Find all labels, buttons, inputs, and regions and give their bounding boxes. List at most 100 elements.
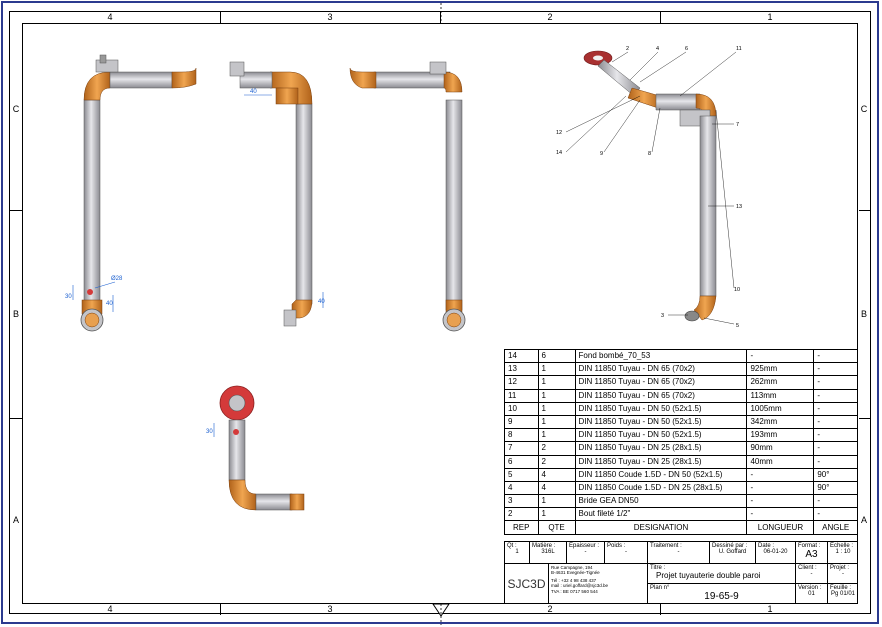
bom-cell: - (746, 467, 815, 482)
bom-cell: 40mm (746, 454, 815, 469)
callout-label: 9 (600, 151, 603, 157)
callout-label: 4 (656, 46, 659, 52)
callout-label: 2 (626, 46, 629, 52)
bom-cell: 1 (537, 375, 576, 390)
bom-cell: 90° (813, 467, 858, 482)
bom-cell: DIN 11850 Tuyau - DN 25 (28x1.5) (574, 454, 748, 469)
bom-cell: 193mm (746, 428, 815, 443)
bom-cell: 1 (537, 388, 576, 403)
elbow (289, 493, 305, 511)
flange (684, 310, 700, 322)
bom-cell: 6 (537, 348, 576, 364)
bom-cell: DIN 11850 Tuyau - DN 65 (70x2) (574, 362, 748, 377)
zone-row-right: B (860, 309, 867, 319)
bom-cell: 5 (504, 467, 539, 482)
company-logo: SJC3D (507, 577, 546, 591)
elbow (349, 67, 377, 89)
end-cap-inner (446, 312, 462, 328)
bom-cell: - (813, 401, 858, 416)
bom-cell: - (813, 375, 858, 390)
pipe-vertical (295, 103, 313, 305)
pipe-vertical (83, 99, 101, 311)
elbow (83, 71, 111, 101)
fitting (429, 61, 447, 75)
rear-view (349, 61, 466, 332)
bom-cell: 6 (504, 454, 539, 469)
zone-tick (10, 210, 22, 211)
zone-row-right: C (860, 104, 868, 114)
thread-port (233, 429, 239, 435)
bom-cell: DIN 11850 Coude 1.5D - DN 50 (52x1.5) (574, 467, 748, 482)
poids-cell: Poids :- (604, 541, 647, 563)
end-cap-inner (84, 312, 100, 328)
bom-header-cell: REP (504, 520, 539, 535)
bom-cell: DIN 11850 Tuyau - DN 50 (52x1.5) (574, 401, 748, 416)
fitting (95, 59, 119, 73)
callout-label: 13 (736, 204, 742, 210)
bom-cell: 14 (504, 348, 539, 364)
zone-col-top: 3 (327, 12, 333, 22)
zone-tick (660, 603, 661, 615)
dimension-label: 30 (206, 429, 213, 435)
bom-cell: - (813, 428, 858, 443)
bom-cell: - (813, 388, 858, 403)
bom-header-cell: LONGUEUR (746, 520, 815, 535)
bom-cell: DIN 11850 Coude 1.5D - DN 25 (28x1.5) (574, 480, 748, 496)
date-cell: Date :06-01-20 (755, 541, 795, 563)
pipe-vertical (445, 99, 463, 311)
bom-cell: 11 (504, 388, 539, 403)
zone-row-left: B (12, 309, 19, 319)
zone-tick (220, 603, 221, 615)
zone-col-bottom: 3 (327, 604, 333, 614)
bom-cell: 12 (504, 375, 539, 390)
dimension-label: 40 (106, 301, 113, 307)
bom-cell: 1 (537, 428, 576, 443)
version-cell: Version :01 (795, 583, 827, 604)
callout-label: 8 (648, 151, 651, 157)
bom-cell: 1 (537, 507, 576, 522)
echelle-cell: Echelle :1 : 10 (827, 541, 858, 563)
zone-tick (440, 11, 441, 23)
bom-cell: - (813, 494, 858, 509)
bom-header-cell: QTE (537, 520, 576, 535)
title-block: Qt :1 Matière :316L Epaisseur :- Poids :… (504, 541, 858, 604)
dimension-label: 40 (250, 89, 257, 95)
bom-cell: Bout fileté 1/2" (574, 507, 748, 522)
bom-cell: 113mm (746, 388, 815, 403)
elbow (275, 87, 299, 105)
bom-cell: DIN 11850 Tuyau - DN 50 (52x1.5) (574, 428, 748, 443)
zone-tick (220, 11, 221, 23)
zone-col-top: 4 (107, 12, 113, 22)
callout-label: 5 (736, 323, 739, 329)
client-cell: Client :- (795, 563, 827, 583)
zone-col-top: 2 (547, 12, 553, 22)
callout-label: 3 (661, 313, 664, 319)
bom-cell: - (813, 414, 858, 430)
pipe-horizontal (109, 71, 173, 89)
elbow (693, 295, 717, 321)
callout-label: 6 (685, 46, 688, 52)
bom-cell: 2 (537, 454, 576, 469)
callout-label: 10 (734, 287, 740, 293)
callout-label: 11 (736, 46, 742, 52)
titre-cell: Titre : Projet tuyauterie double paroi (647, 563, 795, 583)
bom-cell: 342mm (746, 414, 815, 430)
elbow (228, 479, 257, 511)
bom-cell: 1 (537, 414, 576, 430)
flange-bore (593, 55, 603, 61)
bom-cell: DIN 11850 Tuyau - DN 65 (70x2) (574, 375, 748, 390)
bom-cell: 3 (504, 494, 539, 509)
bom-cell: - (746, 494, 815, 509)
side-view: 40 40 (229, 61, 325, 327)
bom-cell: DIN 11850 Tuyau - DN 25 (28x1.5) (574, 441, 748, 456)
